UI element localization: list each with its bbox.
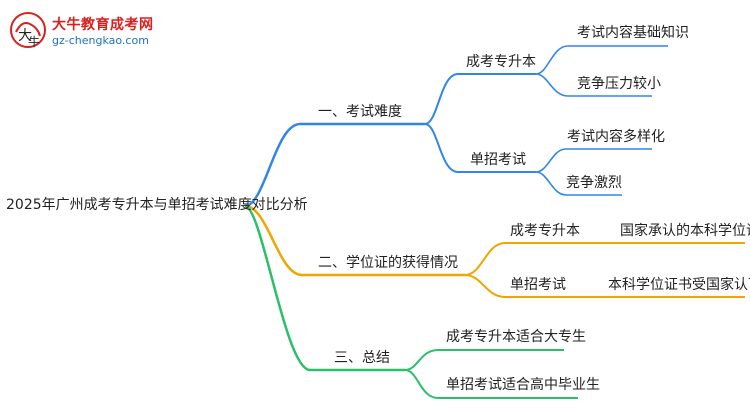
leaf-diverse-content: 考试内容多样化 [567, 129, 665, 145]
leaf-for-college-grads: 成考专升本适合大专生 [446, 329, 586, 345]
svg-text:大: 大 [18, 28, 32, 44]
leaf-low-competition: 竞争压力较小 [577, 76, 661, 92]
branch1-sub-danzhao: 单招考试 [470, 152, 526, 168]
leaf-for-highschool-grads: 单招考试适合高中毕业生 [446, 377, 600, 393]
mindmap-root: 2025年广州成考专升本与单招考试难度对比分析 [6, 197, 308, 213]
logo-url[interactable]: gz-chengkao.com [52, 34, 149, 47]
leaf-degree-recognized: 本科学位证书受国家认可 [608, 277, 750, 293]
branch1-sub-chengkao: 成考专升本 [466, 54, 536, 70]
leaf-basic-content: 考试内容基础知识 [577, 25, 689, 41]
branch2-sub-danzhao: 单招考试 [510, 277, 566, 293]
logo-mark-icon: 大 牛 [10, 12, 46, 49]
logo-title: 大牛教育成考网 [52, 17, 154, 33]
leaf-fierce-competition: 竞争激烈 [566, 175, 622, 191]
svg-text:牛: 牛 [28, 34, 40, 49]
leaf-recognized-degree: 国家承认的本科学位证书 [620, 223, 750, 239]
branch2-sub-chengkao: 成考专升本 [510, 223, 580, 239]
site-logo[interactable]: 大 牛 大牛教育成考网 gz-chengkao.com [8, 10, 168, 54]
branch-summary: 三、总结 [334, 350, 390, 366]
branch-exam-difficulty: 一、考试难度 [318, 104, 402, 120]
branch-degree-certificate: 二、学位证的获得情况 [318, 255, 458, 271]
